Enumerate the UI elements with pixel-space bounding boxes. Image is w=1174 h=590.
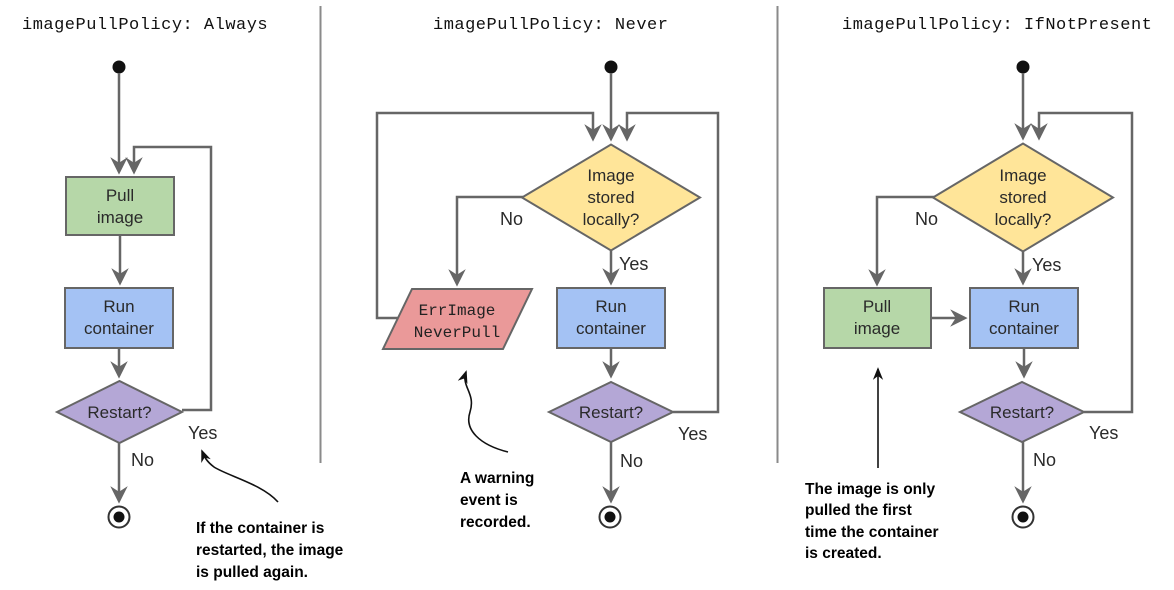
pull-image-label-line1: Pull bbox=[106, 186, 134, 205]
restart-diamond bbox=[546, 380, 676, 444]
stored-yes-label: Yes bbox=[1032, 255, 1061, 275]
run-container-box bbox=[64, 287, 174, 349]
start-node bbox=[604, 60, 618, 74]
run-container-label-line1: Run bbox=[595, 297, 626, 316]
flow-stored-no bbox=[448, 195, 523, 287]
annotation-line1: The image is only bbox=[805, 481, 935, 498]
pull-image-label-line1: Pull bbox=[863, 297, 891, 316]
run-container-label-line2: container bbox=[84, 319, 154, 338]
annotation-line2: event is bbox=[460, 492, 518, 509]
panel-always: imagePullPolicy: Always Pull image Run c… bbox=[22, 16, 344, 581]
yes-label: Yes bbox=[188, 423, 217, 443]
restart-label: Restart? bbox=[579, 403, 643, 422]
stored-no-label: No bbox=[915, 209, 938, 229]
annotation-arrow bbox=[201, 449, 279, 503]
pull-image-box bbox=[65, 176, 175, 236]
image-stored-diamond bbox=[520, 143, 702, 252]
annotation-line2: restarted, the image bbox=[196, 542, 344, 559]
start-node bbox=[112, 60, 126, 74]
image-stored-line2: stored bbox=[999, 188, 1046, 207]
pull-image-box bbox=[823, 287, 932, 349]
restart-yes-label: Yes bbox=[678, 424, 707, 444]
annotation-line4: is created. bbox=[805, 545, 882, 562]
err-image-parallelogram bbox=[381, 288, 534, 350]
start-node bbox=[1016, 60, 1030, 74]
restart-diamond bbox=[957, 380, 1087, 444]
end-node bbox=[598, 505, 622, 529]
image-stored-line1: Image bbox=[999, 166, 1046, 185]
image-stored-line2: stored bbox=[587, 188, 634, 207]
annotation-line3: is pulled again. bbox=[196, 564, 308, 581]
image-stored-line3: locally? bbox=[995, 210, 1052, 229]
no-label: No bbox=[131, 450, 154, 470]
run-container-box bbox=[556, 287, 666, 349]
panel-ifnotpresent: imagePullPolicy: IfNotPresent Image stor… bbox=[805, 16, 1152, 562]
restart-diamond bbox=[54, 379, 185, 445]
panel-never: imagePullPolicy: Never Image stored loca… bbox=[375, 16, 720, 531]
restart-label: Restart? bbox=[990, 403, 1054, 422]
panel-title: imagePullPolicy: Always bbox=[22, 16, 268, 35]
restart-no-label: No bbox=[620, 451, 643, 471]
image-stored-line1: Image bbox=[587, 166, 634, 185]
restart-label: Restart? bbox=[87, 403, 151, 422]
panel-title: imagePullPolicy: IfNotPresent bbox=[842, 16, 1152, 35]
run-container-label-line1: Run bbox=[103, 297, 134, 316]
annotation-line1: A warning bbox=[460, 470, 534, 487]
flow-restart-yes-loop bbox=[618, 111, 720, 414]
restart-no-label: No bbox=[1033, 450, 1056, 470]
pull-image-label-line2: image bbox=[854, 319, 900, 338]
annotation-arrow bbox=[457, 370, 509, 453]
annotation-line1: If the container is bbox=[196, 520, 324, 537]
flow-restart-yes-loop bbox=[125, 145, 213, 412]
run-container-label-line2: container bbox=[576, 319, 646, 338]
stored-no-label: No bbox=[500, 209, 523, 229]
flow-err-loop bbox=[375, 111, 602, 320]
annotation-line2: pulled the first bbox=[805, 502, 912, 519]
end-node bbox=[1011, 505, 1035, 529]
panel-title: imagePullPolicy: Never bbox=[433, 16, 668, 35]
run-container-box bbox=[969, 287, 1079, 349]
image-stored-line3: locally? bbox=[583, 210, 640, 229]
end-node bbox=[107, 505, 131, 529]
err-image-line1: ErrImage bbox=[419, 302, 496, 320]
annotation-line3: recorded. bbox=[460, 514, 531, 531]
restart-yes-label: Yes bbox=[1089, 423, 1118, 443]
run-container-label-line1: Run bbox=[1008, 297, 1039, 316]
err-image-line2: NeverPull bbox=[414, 324, 500, 342]
flow-stored-no bbox=[868, 195, 934, 287]
run-container-label-line2: container bbox=[989, 319, 1059, 338]
stored-yes-label: Yes bbox=[619, 254, 648, 274]
image-stored-diamond bbox=[931, 142, 1115, 253]
flow-restart-yes-loop bbox=[1030, 111, 1134, 414]
pull-image-label-line2: image bbox=[97, 208, 143, 227]
annotation-line3: time the container bbox=[805, 524, 939, 541]
